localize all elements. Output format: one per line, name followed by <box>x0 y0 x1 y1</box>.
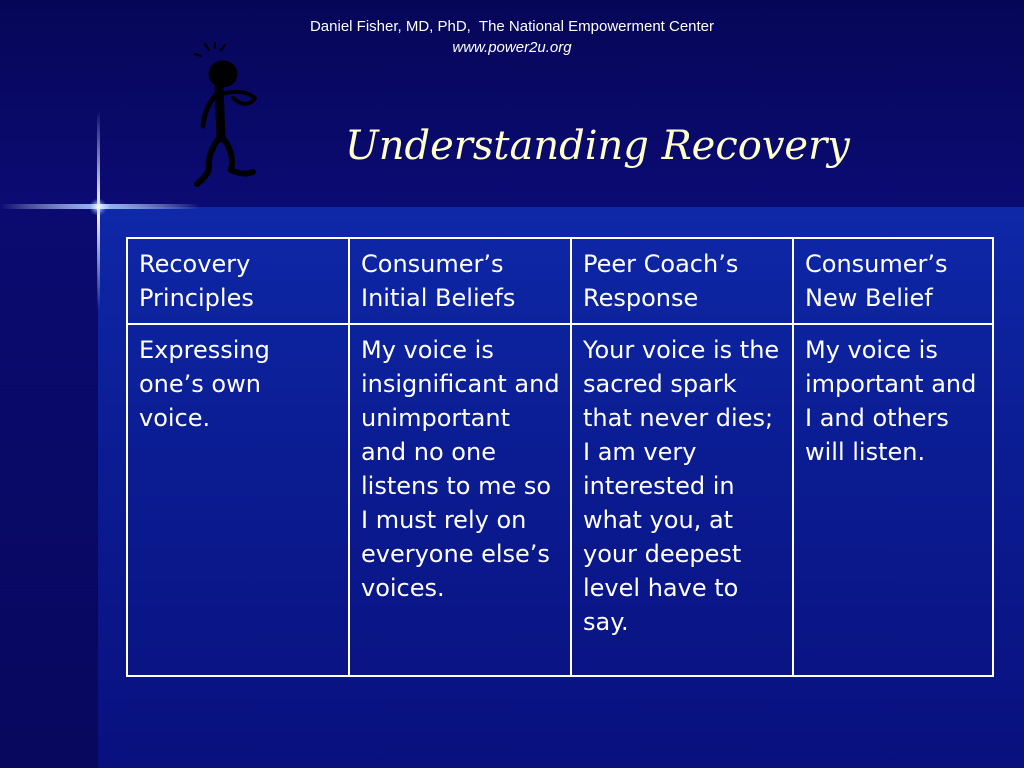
cell-coach-response: Your voice is the sacred spark that neve… <box>570 323 794 677</box>
website-link[interactable]: www.power2u.org <box>452 39 572 56</box>
page-title: Understanding Recovery <box>345 123 850 169</box>
table-header-row: Recovery Principles Consumer’s Initial B… <box>126 237 994 325</box>
header-peer-coach-response: Peer Coach’s Response <box>570 237 794 325</box>
stick-figure-thinking-icon <box>194 42 257 187</box>
header-recovery-principles: Recovery Principles <box>126 237 350 325</box>
header-new-belief: Consumer’s New Belief <box>792 237 994 325</box>
recovery-table: Recovery Principles Consumer’s Initial B… <box>126 237 994 677</box>
cell-initial-belief: My voice is insignificant and unimportan… <box>348 323 572 677</box>
cell-new-belief: My voice is important and I and others w… <box>792 323 994 677</box>
cell-principle: Expressing one’s own voice. <box>126 323 350 677</box>
background-left-band <box>0 207 98 768</box>
header-initial-beliefs: Consumer’s Initial Beliefs <box>348 237 572 325</box>
author-credit: Daniel Fisher, MD, PhD, The National Emp… <box>309 18 715 35</box>
table-row: Expressing one’s own voice. My voice is … <box>126 323 994 677</box>
background-top-band <box>0 0 1024 207</box>
